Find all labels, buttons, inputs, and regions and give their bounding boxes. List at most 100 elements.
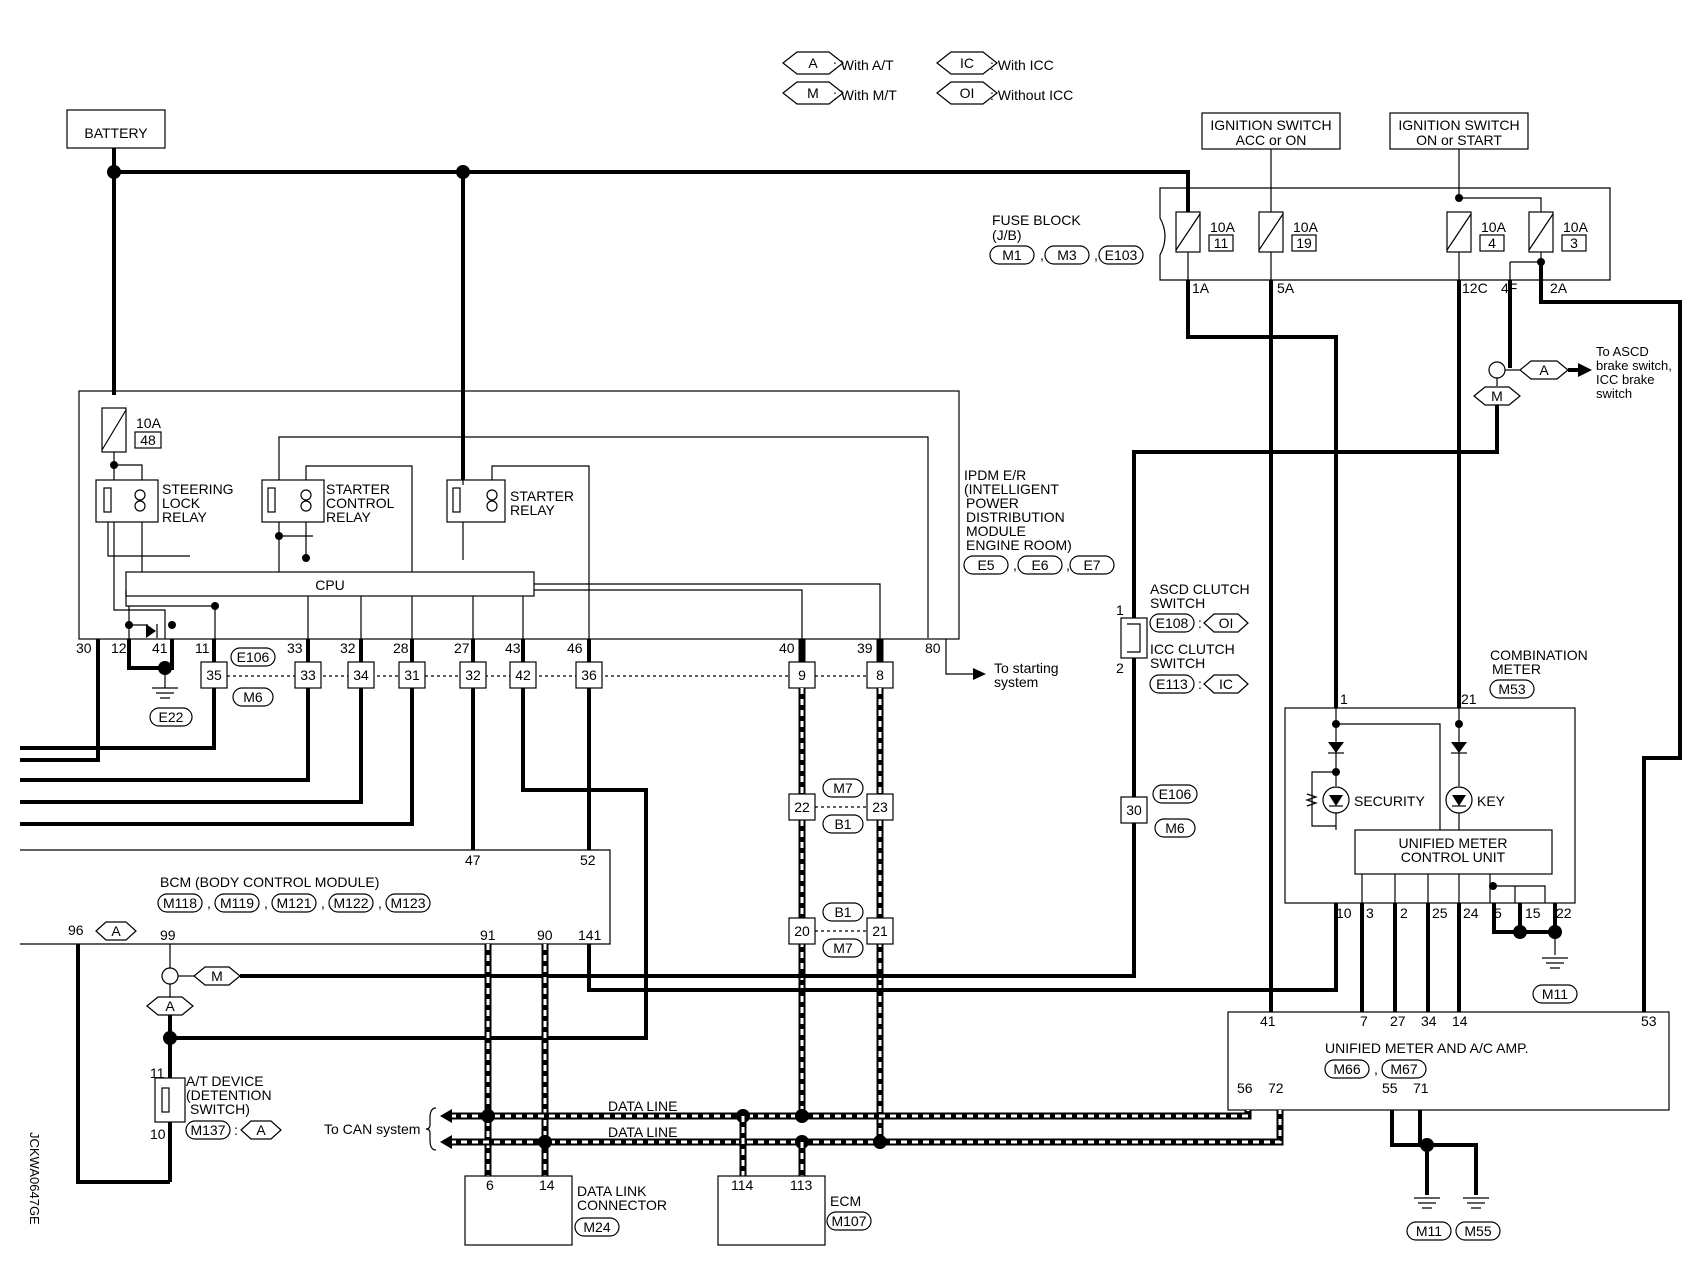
- steering-lock-relay: STEERING LOCK RELAY: [95, 479, 234, 525]
- svg-text:,: ,: [321, 895, 325, 911]
- svg-text:41: 41: [1260, 1013, 1276, 1029]
- svg-text:M66: M66: [1333, 1061, 1360, 1077]
- joint-b1-m7-lower: 20 21 B1 M7: [788, 902, 894, 958]
- svg-text:1: 1: [1116, 602, 1124, 618]
- starter-control-relay: STARTER CONTROL RELAY: [261, 479, 395, 525]
- svg-text:56: 56: [1237, 1080, 1253, 1096]
- svg-text:35: 35: [206, 667, 222, 683]
- fuse-19: 10A 19: [1258, 211, 1319, 253]
- svg-text:96: 96: [68, 922, 84, 938]
- svg-text:A: A: [1539, 362, 1549, 378]
- svg-text:46: 46: [567, 640, 583, 656]
- svg-text:19: 19: [1296, 235, 1312, 251]
- svg-text:IPDM E/R: IPDM E/R: [964, 467, 1026, 483]
- svg-text:2: 2: [1116, 660, 1124, 676]
- svg-text:: With ICC: : With ICC: [990, 57, 1054, 73]
- svg-text:ENGINE ROOM): ENGINE ROOM): [966, 537, 1072, 553]
- data-link-connector: 6 14 DATA LINK CONNECTOR M24: [464, 1175, 667, 1246]
- svg-text:24: 24: [1463, 905, 1479, 921]
- svg-text:114: 114: [731, 1177, 754, 1193]
- svg-text:12C: 12C: [1462, 280, 1488, 296]
- svg-text:,: ,: [1374, 1061, 1378, 1077]
- ipdm-er: 10A 48 STEERING LOCK RELAY STARTER CONTR…: [76, 390, 1115, 656]
- svg-text:3: 3: [1366, 905, 1374, 921]
- svg-text:BCM (BODY CONTROL MODULE): BCM (BODY CONTROL MODULE): [160, 874, 379, 890]
- svg-text:M121: M121: [276, 895, 311, 911]
- svg-text:39: 39: [857, 640, 873, 656]
- fuse-3: 10A 3: [1528, 211, 1589, 253]
- svg-text:,: ,: [1040, 247, 1044, 263]
- ecm: 114 113 ECM M107: [717, 1175, 872, 1246]
- svg-text:To ASCD: To ASCD: [1596, 344, 1649, 359]
- svg-text:SWITCH): SWITCH): [190, 1101, 250, 1117]
- svg-text:brake switch,: brake switch,: [1596, 358, 1672, 373]
- svg-text:M118: M118: [163, 895, 197, 911]
- bcm: BCM (BODY CONTROL MODULE) M118 , M119 , …: [20, 849, 611, 945]
- ascd-branch: A To ASCD brake switch, ICC brake switch…: [1473, 344, 1672, 406]
- svg-text:11: 11: [195, 640, 210, 656]
- svg-text:12: 12: [111, 640, 127, 656]
- side-code: JCKWA0647GE: [27, 1132, 42, 1225]
- svg-text:IC: IC: [1219, 676, 1233, 692]
- svg-text:SECURITY: SECURITY: [1354, 793, 1425, 809]
- svg-text::: :: [1198, 615, 1202, 631]
- svg-text:M6: M6: [243, 689, 263, 705]
- svg-text:10A: 10A: [136, 415, 162, 431]
- svg-text:11: 11: [1214, 235, 1229, 251]
- svg-text:M107: M107: [831, 1213, 866, 1229]
- fuse-4: 10A 4: [1446, 211, 1507, 253]
- svg-text:25: 25: [1432, 905, 1448, 921]
- svg-text:M3: M3: [1057, 247, 1077, 263]
- svg-text:ECM: ECM: [830, 1193, 861, 1209]
- svg-text:34: 34: [353, 667, 369, 683]
- svg-text:A/T DEVICE: A/T DEVICE: [186, 1073, 264, 1089]
- svg-text:SWITCH: SWITCH: [1150, 595, 1205, 611]
- svg-text:30: 30: [1126, 802, 1142, 818]
- svg-text:MODULE: MODULE: [966, 523, 1026, 539]
- svg-text:27: 27: [454, 640, 470, 656]
- svg-text:RELAY: RELAY: [162, 509, 208, 525]
- svg-text:31: 31: [404, 667, 420, 683]
- svg-text:21: 21: [1461, 691, 1477, 707]
- svg-text:M55: M55: [1464, 1223, 1491, 1239]
- svg-text:ACC or ON: ACC or ON: [1236, 132, 1307, 148]
- svg-text:M: M: [807, 85, 819, 101]
- svg-text:47: 47: [465, 852, 481, 868]
- at-device-switch: 11 10 A/T DEVICE (DETENTION SWITCH) M137…: [150, 1065, 282, 1142]
- svg-text:: With M/T: : With M/T: [833, 87, 897, 103]
- svg-text:20: 20: [794, 923, 810, 939]
- svg-text:,: ,: [264, 895, 268, 911]
- svg-text:10A: 10A: [1563, 219, 1589, 235]
- ground-e22: E22: [127, 639, 193, 727]
- svg-text:E22: E22: [159, 709, 184, 725]
- svg-text:,: ,: [1013, 557, 1017, 573]
- svg-text:M122: M122: [333, 895, 368, 911]
- svg-text:M: M: [211, 968, 223, 984]
- svg-text:switch: switch: [1596, 386, 1632, 401]
- svg-text:B1: B1: [834, 904, 851, 920]
- svg-text:A: A: [256, 1122, 266, 1138]
- svg-text:10A: 10A: [1210, 219, 1236, 235]
- fuse-11: 10A 11: [1175, 211, 1236, 253]
- ascd-icc-clutch-switch: 1 2 ASCD CLUTCH SWITCH E108 : OI ICC CLU…: [1116, 581, 1250, 694]
- svg-text:34: 34: [1421, 1013, 1437, 1029]
- svg-text:3: 3: [1570, 235, 1578, 251]
- svg-text:ICC brake: ICC brake: [1596, 372, 1655, 387]
- svg-text:(DETENTION: (DETENTION: [186, 1087, 272, 1103]
- svg-text:2: 2: [1400, 905, 1408, 921]
- svg-text:32: 32: [465, 667, 481, 683]
- svg-text:CONTROL UNIT: CONTROL UNIT: [1401, 849, 1506, 865]
- svg-text:M7: M7: [833, 940, 853, 956]
- svg-text:40: 40: [779, 640, 795, 656]
- svg-text:E106: E106: [237, 649, 270, 665]
- svg-text:POWER: POWER: [966, 495, 1019, 511]
- svg-text:141: 141: [578, 927, 602, 943]
- svg-text:M11: M11: [1416, 1223, 1442, 1239]
- svg-text:IC: IC: [960, 55, 974, 71]
- svg-text:COMBINATION: COMBINATION: [1490, 647, 1588, 663]
- svg-text:UNIFIED METER AND A/C AMP.: UNIFIED METER AND A/C AMP.: [1325, 1040, 1529, 1056]
- legend: A : With A/T M : With M/T IC : With ICC …: [782, 51, 1073, 105]
- svg-text:41: 41: [152, 640, 168, 656]
- svg-text:7: 7: [1360, 1013, 1368, 1029]
